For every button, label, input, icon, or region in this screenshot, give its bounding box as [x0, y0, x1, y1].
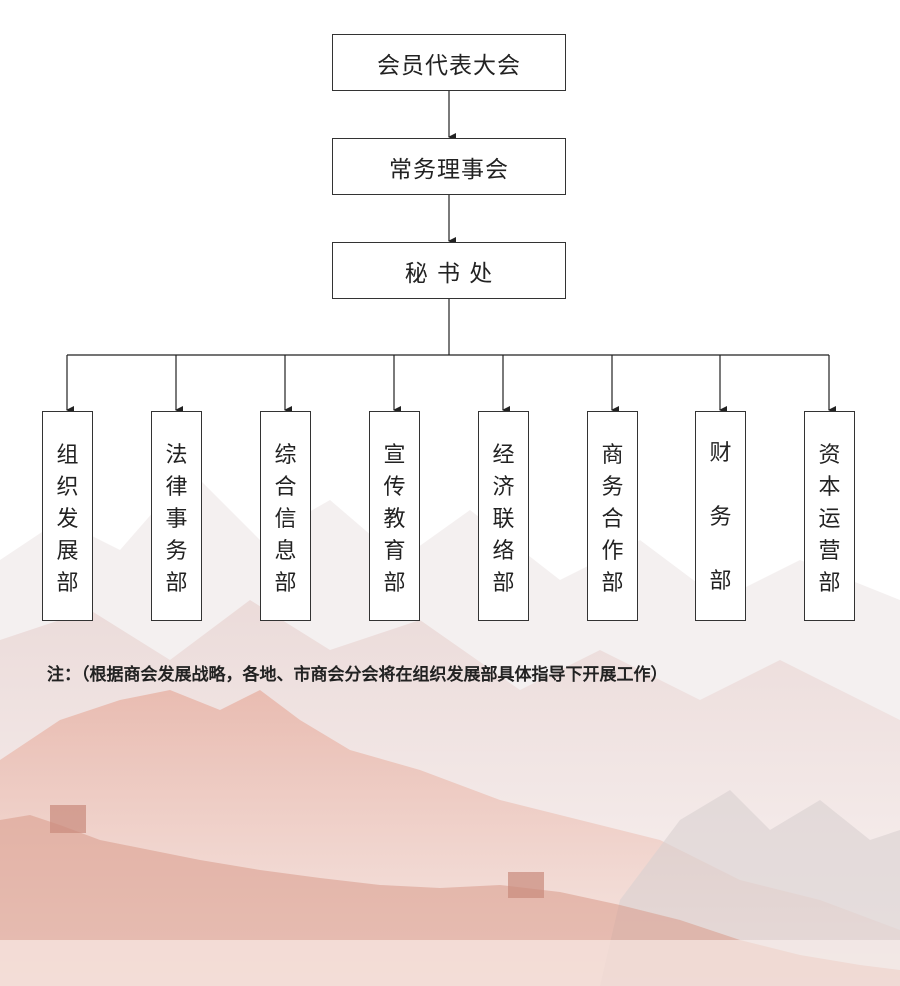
- dept-node-char: 宣: [383, 443, 406, 468]
- dept-node-8: 资本运营部: [804, 411, 855, 621]
- dept-node-2: 法律事务部: [151, 411, 202, 621]
- dept-node-4: 宣传教育部: [369, 411, 420, 621]
- dept-node-char: 事: [165, 507, 188, 532]
- dept-node-char: 展: [56, 539, 79, 564]
- dept-node-char: 合: [601, 507, 624, 532]
- dept-node-char: 信: [274, 507, 297, 532]
- dept-node-char: 务: [165, 539, 188, 564]
- dept-node-char: 务: [601, 475, 624, 500]
- dept-node-char: 发: [56, 507, 79, 532]
- dept-node-char: 息: [274, 539, 297, 564]
- node-member-assembly: 会员代表大会: [332, 34, 566, 91]
- dept-node-char: 部: [274, 571, 297, 596]
- node-member-assembly-label: 会员代表大会: [377, 52, 521, 79]
- dept-node-char: 传: [383, 475, 406, 500]
- dept-node-char: 部: [818, 571, 841, 596]
- dept-node-char: 组: [56, 443, 79, 468]
- dept-node-5: 经济联络部: [478, 411, 529, 621]
- dept-node-char: 部: [383, 571, 406, 596]
- dept-node-char: 济: [492, 475, 515, 500]
- dept-node-char: 部: [492, 571, 515, 596]
- node-standing-council: 常务理事会: [332, 138, 566, 195]
- dept-node-char: 织: [56, 475, 79, 500]
- dept-node-char: 资: [818, 443, 841, 468]
- dept-node-1: 组织发展部: [42, 411, 93, 621]
- dept-node-char: 法: [165, 443, 188, 468]
- node-standing-council-label: 常务理事会: [389, 156, 509, 183]
- dept-node-3: 综合信息部: [260, 411, 311, 621]
- dept-node-char: 财: [709, 441, 732, 466]
- dept-node-char: 营: [818, 539, 841, 564]
- dept-node-7: 财务部: [695, 411, 746, 621]
- node-secretariat-label: 秘 书 处: [404, 260, 494, 287]
- dept-node-char: 综: [274, 443, 297, 468]
- dept-node-6: 商务合作部: [587, 411, 638, 621]
- node-secretariat: 秘 书 处: [332, 242, 566, 299]
- dept-node-char: 商: [601, 443, 624, 468]
- dept-node-char: 律: [165, 475, 188, 500]
- dept-node-char: 作: [601, 539, 624, 564]
- dept-node-char: 教: [383, 507, 406, 532]
- dept-node-char: 部: [709, 569, 732, 594]
- dept-node-char: 经: [492, 443, 515, 468]
- dept-node-char: 运: [818, 507, 841, 532]
- footnote: 注：（根据商会发展战略，各地、市商会分会将在组织发展部具体指导下开展工作）: [47, 665, 668, 685]
- dept-node-char: 联: [492, 507, 515, 532]
- dept-node-char: 部: [165, 571, 188, 596]
- dept-node-char: 部: [56, 571, 79, 596]
- dept-node-char: 务: [709, 505, 732, 530]
- dept-node-char: 络: [492, 539, 515, 564]
- dept-node-char: 部: [601, 571, 624, 596]
- dept-node-char: 合: [274, 475, 297, 500]
- dept-node-char: 育: [383, 539, 406, 564]
- dept-node-char: 本: [818, 475, 841, 500]
